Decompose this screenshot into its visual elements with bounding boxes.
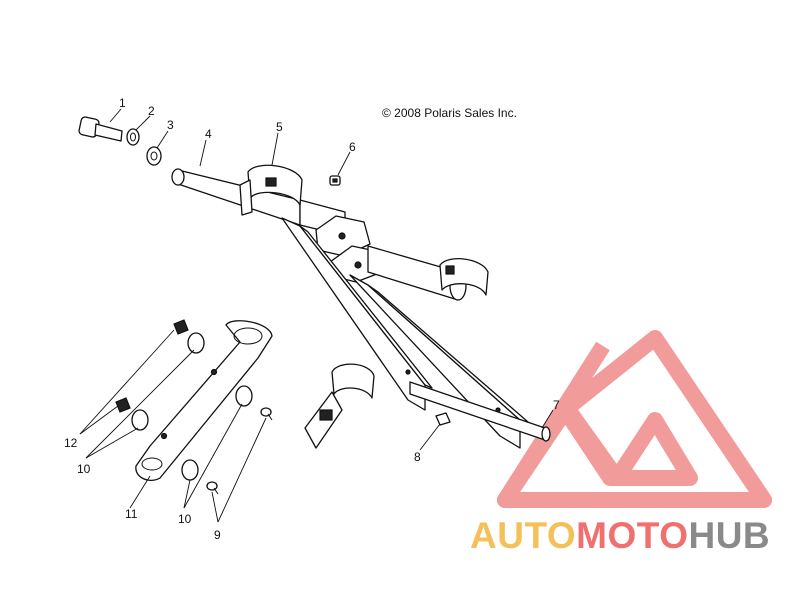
callout-4: 4 (205, 127, 212, 141)
part-washer-10d (181, 459, 199, 481)
part-nut-12a (173, 319, 189, 335)
callout-2: 2 (148, 104, 155, 118)
callout-9: 9 (214, 528, 221, 542)
callout-10b: 10 (178, 512, 192, 526)
callout-7: 7 (553, 398, 560, 412)
watermark-logo (497, 330, 772, 508)
watermark-triangle-outer (497, 333, 772, 508)
callout-12: 12 (64, 436, 78, 450)
callout-3: 3 (167, 118, 174, 132)
part-cross-shaft (409, 381, 551, 442)
part-washer-10a (187, 332, 205, 354)
part-pin-9b (206, 481, 219, 495)
part-loose-clamp (304, 363, 375, 449)
watermark-triangle (497, 330, 772, 508)
watermark-auto: AUTOMOTOHUB (470, 515, 770, 556)
part-washer-small (126, 128, 140, 146)
callout-6: 6 (349, 140, 356, 154)
part-shaft-right (367, 245, 489, 301)
part-bolt (78, 116, 123, 142)
part-bolt-small (329, 175, 341, 186)
copyright-text: © 2008 Polaris Sales Inc. (382, 106, 517, 120)
part-swing-arm-left (281, 217, 433, 411)
part-nut-12b (115, 397, 131, 413)
part-washer-10c (235, 385, 253, 407)
watermark-hub-text: HUB (688, 515, 770, 556)
callout-5: 5 (276, 120, 283, 134)
watermark-auto-text: AUTO (470, 515, 576, 556)
leader-lines (79, 108, 554, 523)
part-pin-9a (260, 407, 273, 421)
part-washer-10b (131, 409, 149, 431)
callout-11: 11 (125, 507, 138, 521)
callout-1: 1 (119, 96, 126, 110)
part-nut (435, 412, 451, 426)
callout-8: 8 (414, 450, 421, 464)
watermark-moto-text: MOTO (576, 515, 688, 556)
part-clamp (239, 164, 303, 216)
part-washer (146, 146, 162, 166)
part-link-bar (135, 320, 273, 481)
watermark-wordmark: AUTOMOTOHUB (470, 515, 770, 556)
callout-10a: 10 (77, 462, 91, 476)
